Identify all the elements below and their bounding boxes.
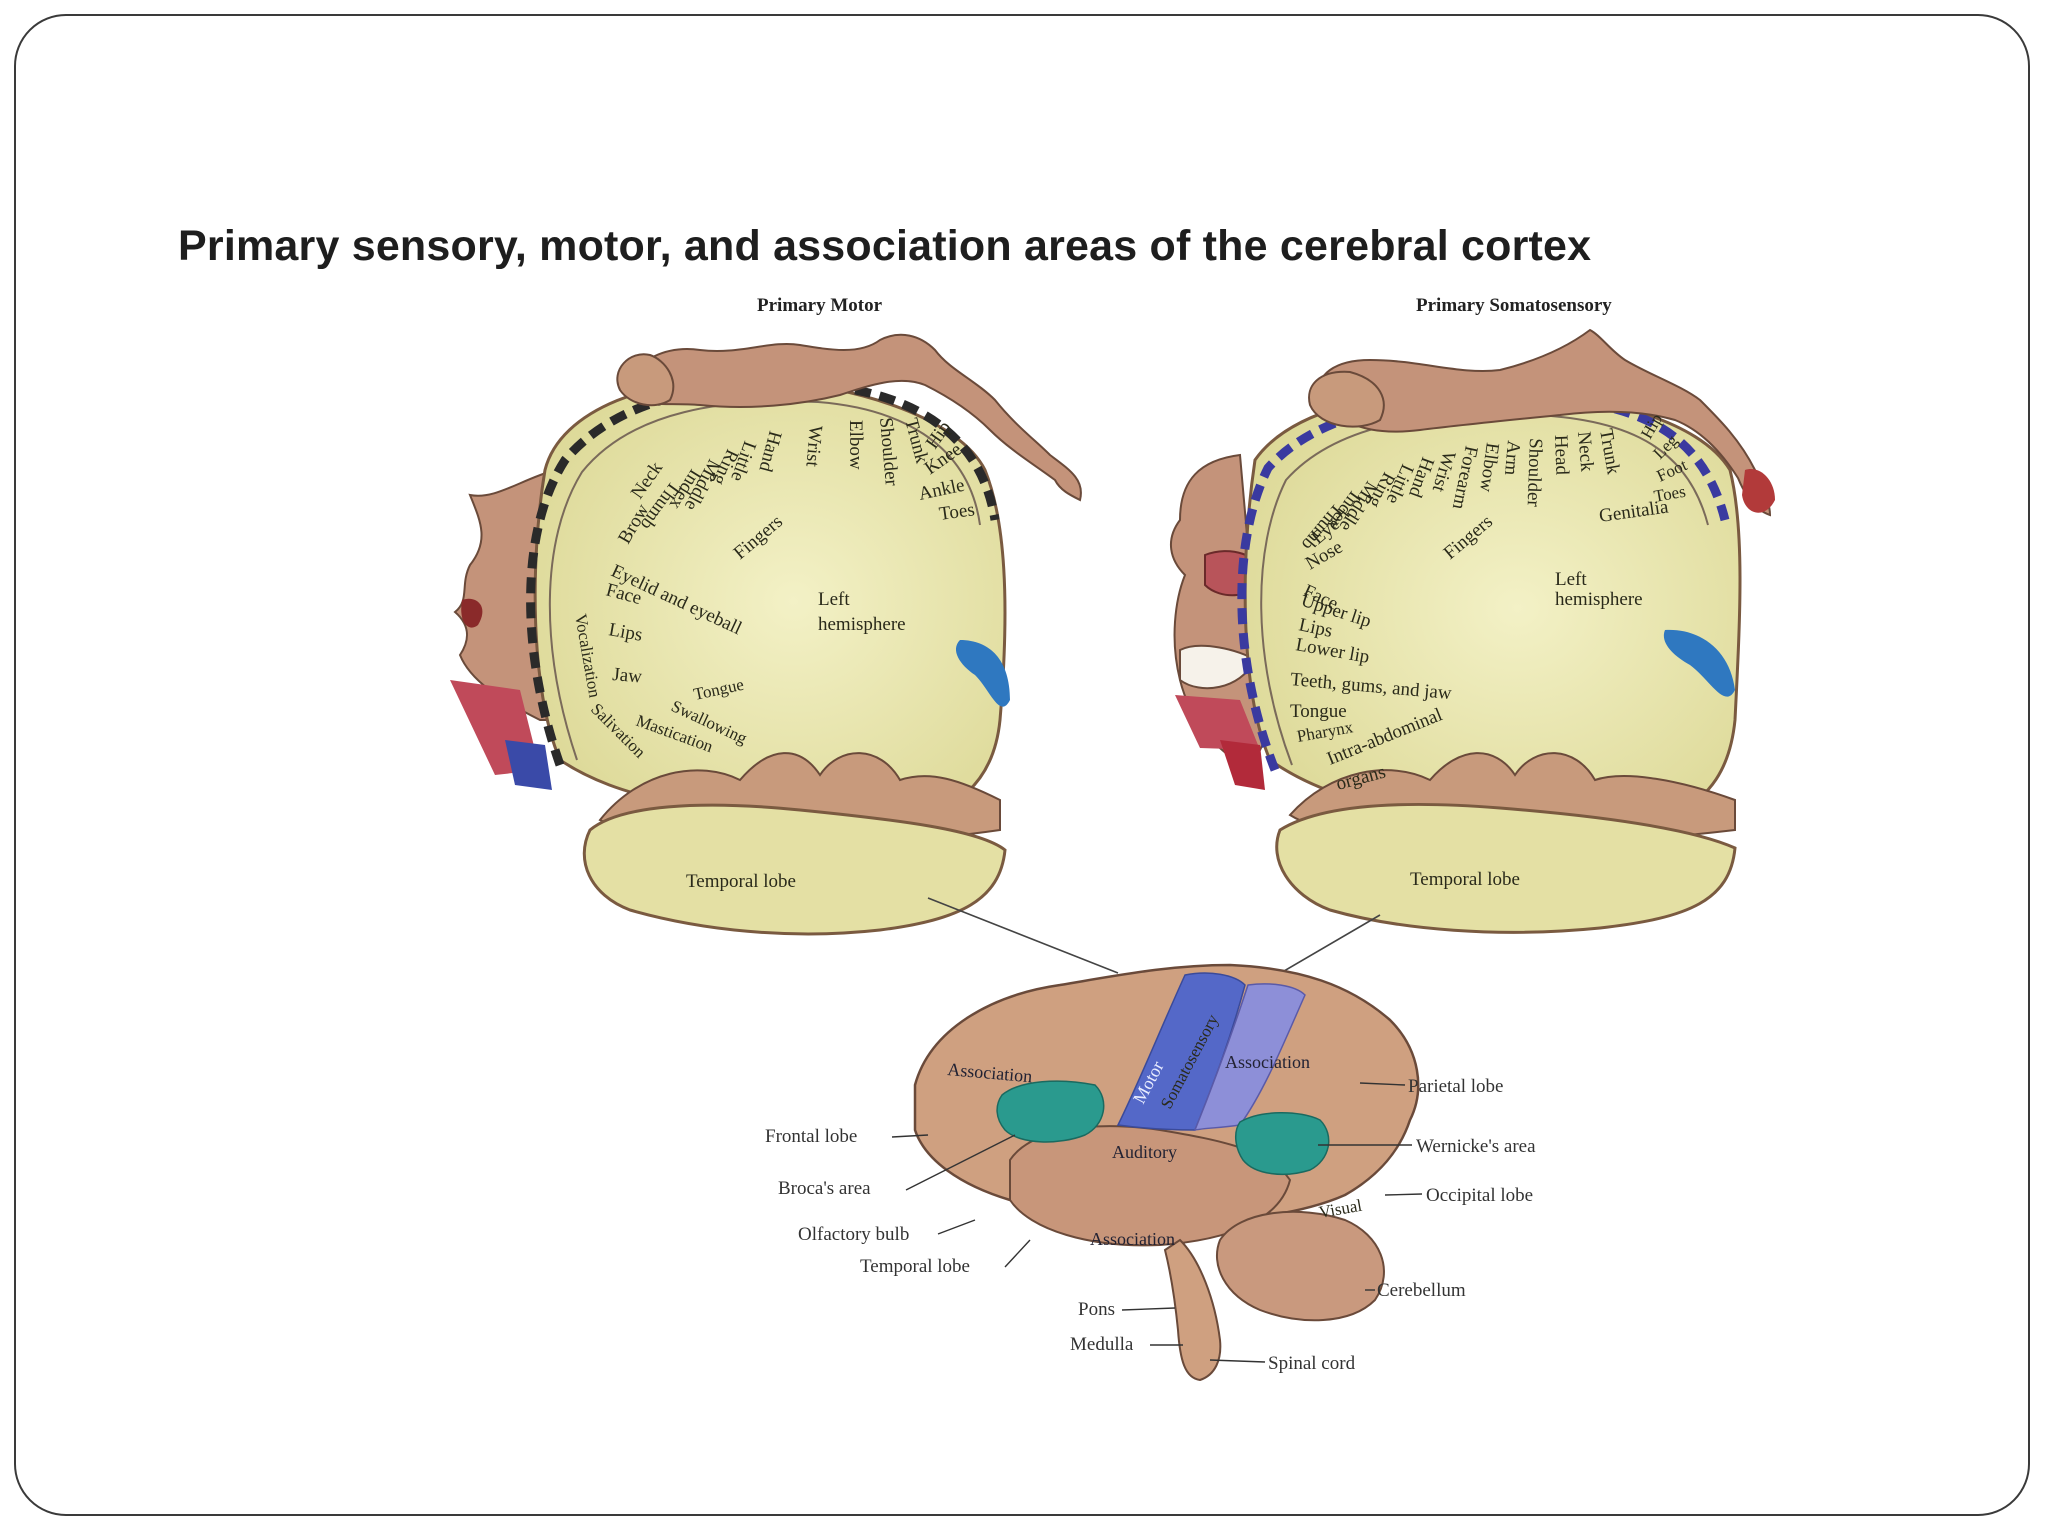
label-temporal-lobe: Temporal lobe — [860, 1256, 970, 1277]
somato-label-tongue: Tongue — [1290, 701, 1347, 722]
motor-label-elbow: Elbow — [845, 420, 866, 470]
somato-heading: Primary Somatosensory — [1416, 295, 1612, 316]
somato-temporal-lobe-label: Temporal lobe — [1410, 869, 1520, 890]
motor-label-jaw: Jaw — [612, 664, 644, 688]
motor-pharynx-drawing — [505, 740, 552, 790]
cerebellum-drawing — [1215, 1210, 1385, 1322]
somato-homunculus-panel: Primary Somatosensory Genitalia Toes Foo… — [1169, 295, 1775, 934]
label-spinal-cord: Spinal cord — [1268, 1353, 1356, 1374]
motor-hemisphere-line-2: hemisphere — [818, 614, 906, 635]
brain-labels-left: Frontal lobe Broca's area Olfactory bulb… — [765, 1126, 1183, 1355]
somato-label-arm: Arm — [1500, 440, 1524, 477]
motor-mouth-drawing — [461, 598, 483, 628]
somato-hemisphere-line-1: Left — [1555, 569, 1587, 590]
somato-label-shoulder: Shoulder — [1523, 438, 1546, 508]
motor-hemisphere-line-1: Left — [818, 589, 850, 610]
motor-connector-line — [927, 897, 1119, 974]
motor-ventricle-drawing — [955, 640, 1010, 707]
motor-label-wrist: Wrist — [801, 425, 826, 469]
somato-pharynx-drawing — [1220, 740, 1265, 790]
somato-hand-drawing — [1308, 370, 1385, 428]
lateral-brain-diagram: Motor Somatosensory Association Associat… — [765, 963, 1536, 1382]
inner-label-association-temporal: Association — [1090, 1229, 1175, 1249]
motor-temporal-lobe-drawing — [582, 803, 1007, 936]
label-occipital-lobe: Occipital lobe — [1426, 1185, 1533, 1206]
temporal-lobe-drawing — [1009, 1125, 1292, 1247]
somato-hemisphere-line-2: hemisphere — [1555, 589, 1643, 610]
motor-hand-drawing — [616, 353, 675, 407]
motor-body-drawing — [618, 333, 1082, 502]
motor-label-toes: Toes — [938, 499, 976, 525]
somato-label-head: Head — [1550, 434, 1572, 475]
motor-homunculus-panel: Primary Motor Toes Ankle Knee Hip Trunk … — [450, 295, 1082, 936]
label-medulla: Medulla — [1070, 1334, 1134, 1355]
inner-label-auditory: Auditory — [1112, 1142, 1177, 1162]
slide-title: Primary sensory, motor, and association … — [178, 222, 1592, 270]
brain-labels-right: Parietal lobe Wernicke's area Occipital … — [1209, 1076, 1536, 1374]
wernicke-area — [1235, 1112, 1330, 1176]
somato-genitalia-drawing — [1742, 469, 1775, 513]
motor-heading: Primary Motor — [757, 295, 883, 316]
inner-label-association-parietal: Association — [1225, 1052, 1310, 1072]
motor-temporal-lobe-label: Temporal lobe — [686, 871, 796, 892]
somato-ventricle-drawing — [1663, 629, 1735, 697]
label-brocas-area: Broca's area — [778, 1178, 871, 1199]
label-parietal-lobe: Parietal lobe — [1408, 1076, 1504, 1097]
label-pons: Pons — [1078, 1299, 1115, 1320]
label-wernickes-area: Wernicke's area — [1416, 1136, 1536, 1157]
brainstem-drawing — [1163, 1238, 1222, 1382]
label-cerebellum: Cerebellum — [1377, 1280, 1466, 1301]
label-frontal-lobe: Frontal lobe — [765, 1126, 857, 1147]
somato-temporal-lobe-drawing — [1275, 803, 1737, 934]
broca-area — [996, 1080, 1105, 1143]
somato-tongue-drawing — [1175, 695, 1260, 750]
label-olfactory-bulb: Olfactory bulb — [798, 1224, 909, 1245]
somato-label-neck: Neck — [1573, 431, 1597, 473]
